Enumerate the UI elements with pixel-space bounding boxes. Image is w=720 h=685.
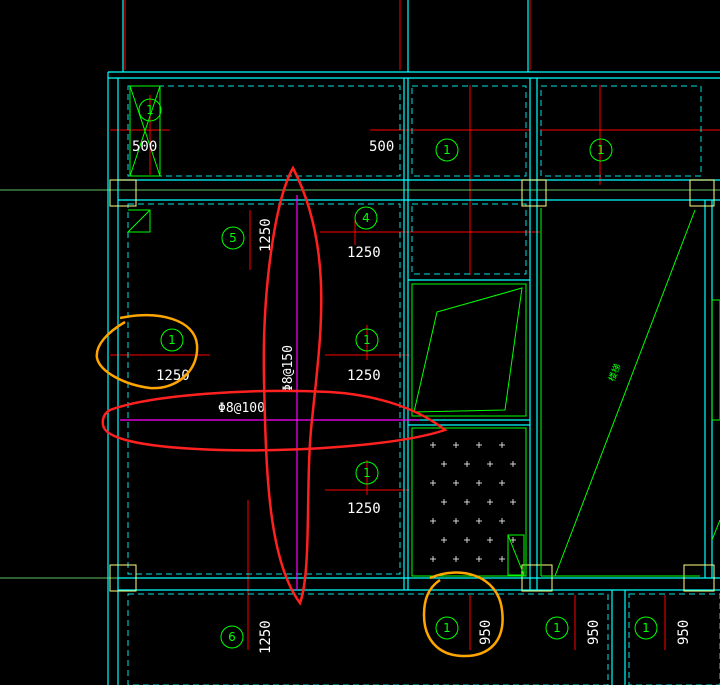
svg-text:1: 1 bbox=[168, 333, 176, 347]
red-vertical-loop bbox=[262, 165, 323, 606]
red-annotations bbox=[101, 165, 448, 606]
svg-text:1: 1 bbox=[146, 103, 154, 117]
stair-area bbox=[540, 208, 720, 577]
svg-text:4: 4 bbox=[362, 211, 370, 225]
opening-top-left bbox=[129, 85, 161, 177]
slab-tag-t10: 1 bbox=[545, 616, 569, 640]
svg-text:1: 1 bbox=[363, 333, 371, 347]
hatched-room-box bbox=[411, 427, 527, 577]
column-5 bbox=[521, 564, 553, 592]
rebar-label-horizontal: Φ8@100 bbox=[218, 401, 265, 416]
slab-edge-small bbox=[411, 203, 527, 275]
triangle-mark-shape bbox=[126, 209, 151, 233]
dashed-slab-edges bbox=[127, 85, 720, 685]
slab-tag-t3: 1 bbox=[589, 138, 613, 162]
orange-loop-left bbox=[95, 314, 199, 390]
svg-text:1: 1 bbox=[443, 621, 451, 635]
svg-text:1: 1 bbox=[597, 143, 605, 157]
svg-text:1: 1 bbox=[553, 621, 561, 635]
stair-right-diag bbox=[711, 519, 720, 541]
slab-edge-top-right bbox=[540, 85, 702, 177]
slab-tag-t9: 1 bbox=[435, 616, 459, 640]
dimension-labels: 500 500 1250 1250 1250 1250 1250 1250 95… bbox=[132, 139, 692, 654]
dim-950-b: 950 bbox=[586, 620, 602, 645]
dim-950-a: 950 bbox=[478, 620, 494, 645]
rebar-lines bbox=[120, 195, 420, 590]
triangle-mark bbox=[126, 209, 151, 233]
dim-1250-vertical-bottom: 1250 bbox=[258, 620, 274, 654]
column-1 bbox=[109, 179, 137, 207]
slab-edge-main bbox=[127, 203, 401, 575]
room-quad bbox=[411, 283, 527, 417]
slab-tag-t11: 1 bbox=[634, 616, 658, 640]
dim-500-a: 500 bbox=[132, 139, 157, 155]
room-quad-box bbox=[411, 283, 527, 417]
dim-500-b: 500 bbox=[369, 139, 394, 155]
hatched-room-small bbox=[507, 534, 525, 576]
beam-outlines bbox=[107, 0, 720, 685]
slab-edge-bottom-right bbox=[628, 593, 720, 685]
dim-950-c: 950 bbox=[676, 620, 692, 645]
svg-text:1: 1 bbox=[443, 143, 451, 157]
column-2 bbox=[521, 179, 547, 207]
stair-diagonal bbox=[554, 209, 696, 577]
columns bbox=[109, 179, 715, 592]
column-6 bbox=[683, 564, 715, 592]
hatch-marks bbox=[430, 442, 516, 562]
stair-label: 楼梯 bbox=[606, 362, 624, 383]
rebar-label-vertical: Φ8@150 bbox=[281, 345, 296, 392]
stair-right-box bbox=[711, 299, 720, 421]
red-horizontal-loop bbox=[101, 389, 448, 452]
opening-box bbox=[129, 85, 161, 177]
hatched-room bbox=[411, 427, 527, 577]
slab-edge-bottom bbox=[127, 593, 609, 685]
slab-edge-top-mid bbox=[411, 85, 527, 177]
column-4 bbox=[109, 564, 137, 592]
orange-annotations bbox=[95, 314, 504, 658]
dim-1250-low: 1250 bbox=[347, 501, 381, 517]
slab-tag-t13: 6 bbox=[220, 625, 244, 649]
axis-lines bbox=[110, 0, 720, 650]
slab-tag-t8: 1 bbox=[355, 461, 379, 485]
dim-1250-mid: 1250 bbox=[347, 368, 381, 384]
slab-tag-t1: 1 bbox=[138, 98, 162, 122]
slab-tag-t2: 1 bbox=[435, 138, 459, 162]
svg-text:5: 5 bbox=[229, 231, 237, 245]
opening-diag-2 bbox=[129, 85, 161, 177]
slab-tags: 1 1 1 4 5 1 1 1 1 1 1 6 bbox=[138, 98, 658, 649]
slab-tag-t7: 1 bbox=[355, 328, 379, 352]
slab-edge-top-left bbox=[127, 85, 401, 177]
column-3 bbox=[689, 179, 715, 207]
svg-text:1: 1 bbox=[642, 621, 650, 635]
orange-loop-bottom bbox=[422, 571, 504, 658]
svg-text:6: 6 bbox=[228, 630, 236, 644]
room-quad-shape bbox=[413, 287, 523, 413]
dim-1250-tag4: 1250 bbox=[347, 245, 381, 261]
hatched-room-small-diag bbox=[507, 534, 525, 576]
dim-1250-vertical-top: 1250 bbox=[258, 218, 274, 252]
slab-tag-t4: 4 bbox=[354, 206, 378, 230]
slab-tag-t5: 5 bbox=[221, 226, 245, 250]
slab-tag-t6: 1 bbox=[160, 328, 184, 352]
svg-text:1: 1 bbox=[363, 466, 371, 480]
